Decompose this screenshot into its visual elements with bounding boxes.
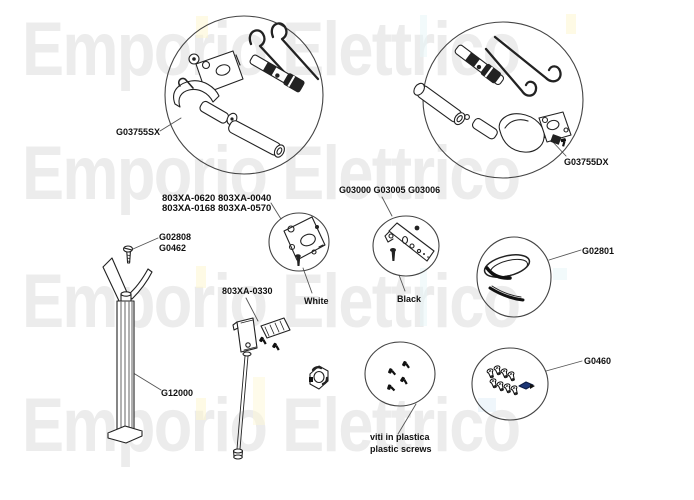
- stand-foot: [232, 448, 244, 460]
- label-g02808: G02808: [159, 232, 192, 242]
- watermark-row: Emporio Elettrico: [22, 383, 521, 468]
- scan-artifact: [553, 268, 567, 280]
- ring-clip: [309, 365, 329, 390]
- sx-bracket-plate: [188, 50, 244, 94]
- label-g03755sx: G03755SX: [116, 127, 161, 137]
- post-right-fin: [127, 268, 153, 300]
- leader-lines: [129, 117, 583, 435]
- post-column: [116, 300, 135, 430]
- dx-hook-rods: [484, 35, 562, 97]
- label-803xa-0330: 803XA-0330: [222, 286, 273, 296]
- scan-artifact: [420, 15, 427, 57]
- black-plate-circle: [372, 215, 440, 277]
- leader-x0330: [245, 297, 259, 322]
- label-g0462: G0462: [159, 243, 187, 253]
- label-part-numbers-line1: 803XA-0620 803XA-0040: [162, 193, 272, 204]
- stand-rod: [236, 355, 249, 450]
- white-plate-circle: [268, 212, 330, 272]
- leader-black: [398, 274, 406, 292]
- dx-assembly-circle: [413, 21, 584, 179]
- leader-g02801: [548, 249, 582, 261]
- label-part-numbers-line2: 803XA-0168 803XA-0570: [162, 203, 272, 214]
- label-g03755dx: G03755DX: [564, 157, 609, 167]
- label-white: White: [304, 296, 329, 306]
- gasket-circle: [476, 236, 552, 318]
- white-plate-screw: [295, 254, 301, 266]
- label-g03000-group: G03000 G03005 G03006: [339, 185, 441, 195]
- leader-g12000: [129, 370, 162, 391]
- sx-hook-rods: [248, 22, 320, 89]
- stand-assembly: [232, 317, 329, 460]
- stand-joint: [242, 351, 252, 357]
- label-g0460: G0460: [584, 356, 612, 366]
- leader-g03000: [381, 196, 393, 217]
- ribbed-plate: [256, 317, 291, 353]
- scan-artifact: [566, 14, 576, 34]
- label-viti-line2: plastic screws: [370, 444, 432, 454]
- label-g12000: G12000: [161, 388, 194, 398]
- leader-white: [302, 267, 313, 294]
- sx-roller-pin: [228, 120, 285, 158]
- scan-artifact: [253, 377, 265, 425]
- label-g02801: G02801: [582, 246, 615, 256]
- sx-assembly-circle: [164, 15, 324, 175]
- sx-handle-grip: [173, 77, 238, 126]
- dx-handle-grip: [471, 113, 549, 153]
- label-black: Black: [397, 294, 422, 304]
- blue-clip-part: [518, 381, 535, 390]
- rivets-circle: [471, 347, 549, 421]
- black-plate-screw: [390, 248, 396, 261]
- stand-bracket: [232, 317, 258, 353]
- scan-artifact: [196, 16, 208, 38]
- post-assembly: [102, 257, 153, 444]
- leader-g02808: [132, 237, 159, 250]
- plastic-screws-circle: [364, 341, 436, 407]
- scan-artifact: [420, 268, 427, 326]
- sx-lock-shaft: [249, 54, 305, 93]
- dx-pin-detail: [464, 114, 470, 120]
- leader-g0460: [545, 360, 583, 372]
- leader-part-numbers: [270, 202, 282, 220]
- post-cap-bolt: [120, 291, 132, 302]
- leader-viti: [397, 403, 417, 435]
- post-base-plate: [107, 425, 143, 444]
- dx-bracket-plate: [538, 111, 572, 148]
- dx-lock-shaft: [454, 44, 505, 86]
- scan-artifact: [196, 266, 206, 288]
- label-viti-line1: viti in plastica: [370, 432, 430, 442]
- leader-dx: [551, 140, 567, 157]
- scan-artifact: [196, 398, 206, 420]
- dx-roller-pin: [413, 82, 466, 126]
- fixing-screw: [122, 245, 134, 264]
